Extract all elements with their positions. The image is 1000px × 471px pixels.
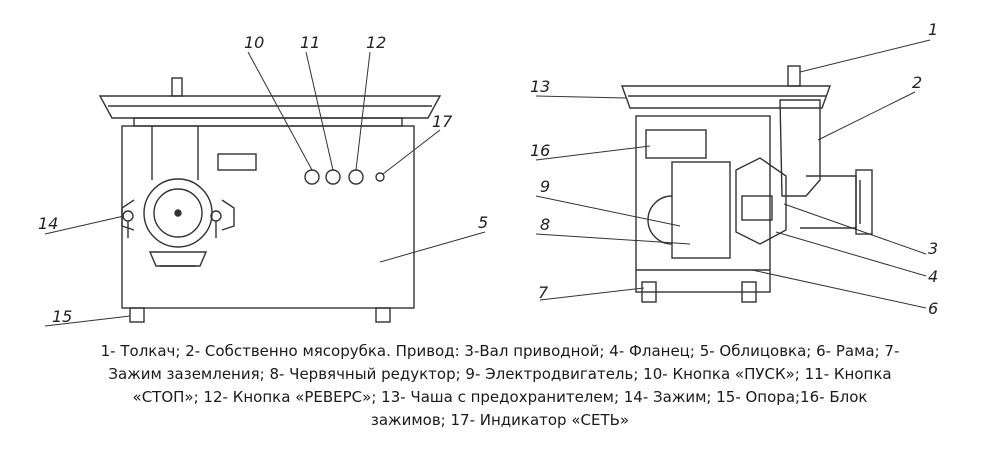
motor (671, 161, 731, 259)
label-8: 8 (540, 215, 550, 234)
front-view (98, 77, 442, 323)
grinder-neck (151, 126, 199, 180)
bowl-tray (98, 95, 442, 119)
label-13: 13 (530, 77, 550, 96)
side-foot-right (741, 281, 757, 303)
label-10: 10 (244, 33, 264, 52)
label-11: 11 (300, 33, 320, 52)
side-frame (635, 115, 771, 293)
label-7: 7 (538, 283, 549, 302)
label-12: 12 (366, 33, 386, 52)
label-4: 4 (928, 267, 938, 286)
label-16: 16 (530, 141, 550, 160)
label-5: 5 (478, 213, 488, 232)
caption-line-4: зажимов; 17- Индикатор «СЕТЬ» (370, 411, 630, 429)
label-15: 15 (52, 307, 72, 326)
grinder-body (779, 99, 821, 197)
label-2: 2 (912, 73, 922, 92)
label-14: 14 (38, 214, 58, 233)
number-labels: 10 11 12 17 14 15 5 1 2 13 16 9 8 7 3 4 … (38, 20, 938, 326)
gearbox (735, 157, 787, 245)
side-pusher (787, 65, 801, 87)
terminal-block (645, 129, 707, 159)
caption-line-1: 1- Толкач; 2- Собственно мясорубка. Прив… (100, 342, 900, 360)
label-6: 6 (928, 299, 938, 318)
label-3: 3 (928, 239, 938, 258)
leaders-front (44, 51, 486, 327)
pusher (171, 77, 183, 97)
grinder-outlet (855, 169, 873, 235)
side-view (621, 65, 873, 303)
caption-line-2: Зажим заземления; 8- Червячный редуктор;… (108, 365, 892, 383)
leaders-side (535, 39, 931, 309)
caption-line-3: «СТОП»; 12- Кнопка «РЕВЕРС»; 13- Чаша с … (132, 388, 868, 406)
start-button (304, 169, 320, 185)
label-17: 17 (432, 112, 453, 131)
label-1: 1 (928, 20, 938, 39)
casing (121, 125, 415, 309)
stop-button (325, 169, 341, 185)
legend-caption: 1- Толкач; 2- Собственно мясорубка. Прив… (20, 340, 980, 432)
panel-window (217, 153, 257, 171)
reverse-button (348, 169, 364, 185)
side-bowl (621, 85, 831, 109)
foot-left (129, 307, 145, 323)
power-indicator (375, 172, 385, 182)
foot-right (375, 307, 391, 323)
label-9: 9 (540, 177, 550, 196)
side-foot-left (641, 281, 657, 303)
technical-drawing: 10 11 12 17 14 15 5 1 2 13 16 9 8 7 3 4 … (38, 20, 938, 327)
